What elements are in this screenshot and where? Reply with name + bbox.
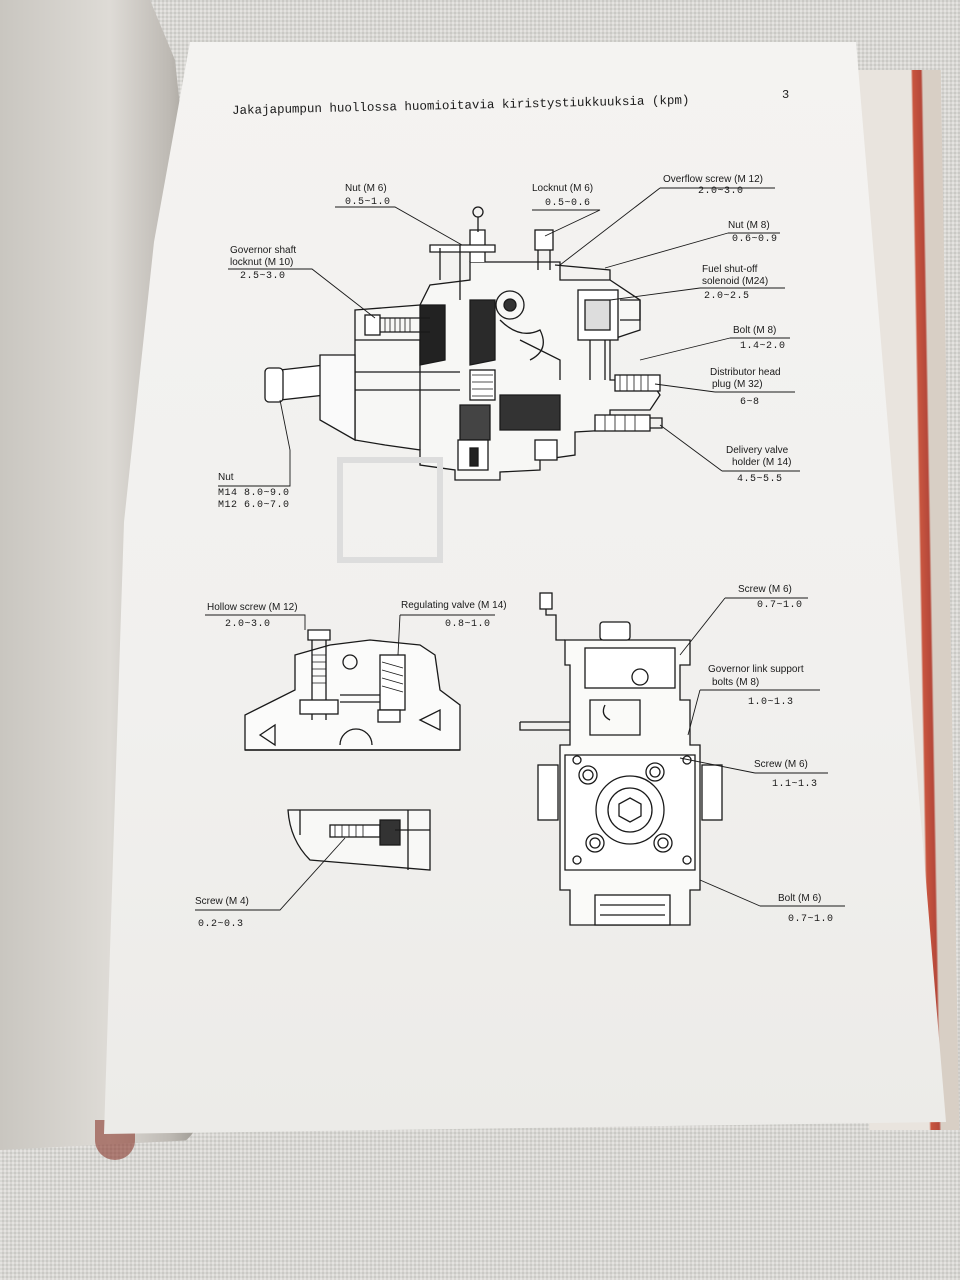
value-regulating-valve: 0.8~1.0 — [445, 619, 491, 630]
label-governor-link-2: bolts (M 8) — [712, 677, 760, 688]
value-nut-m12: M12 6.0~7.0 — [218, 500, 290, 511]
label-governor-shaft-1: Governor shaft — [230, 245, 297, 256]
value-governor-link: 1.0~1.3 — [748, 697, 794, 708]
label-locknut-m6: Locknut (M 6) — [532, 183, 594, 194]
label-fuel-shutoff-1: Fuel shut-off — [702, 264, 758, 275]
label-nut-m6: Nut (M 6) — [345, 183, 387, 194]
label-overflow-screw: Overflow screw (M 12) — [663, 174, 764, 185]
label-bolt-m6: Bolt (M 6) — [778, 893, 822, 904]
main-pump-cross-section — [264, 206, 663, 563]
value-locknut-m6: 0.5~0.6 — [545, 198, 591, 209]
main-leader-lines — [218, 187, 800, 487]
value-nut-m6: 0.5~1.0 — [345, 197, 391, 208]
label-hollow-screw: Hollow screw (M 12) — [207, 602, 298, 613]
value-distributor-head: 6~8 — [740, 397, 760, 408]
regulating-valve-section — [244, 629, 461, 751]
label-screw-m6-mid: Screw (M 6) — [754, 759, 808, 770]
label-screw-m6-top: Screw (M 6) — [738, 584, 792, 595]
label-bolt-m8: Bolt (M 8) — [733, 325, 777, 336]
value-fuel-shutoff: 2.0~2.5 — [704, 291, 750, 302]
label-delivery-valve-2: holder (M 14) — [732, 457, 792, 468]
value-bolt-m8: 1.4~2.0 — [740, 341, 786, 352]
lower-right-leaders — [679, 597, 845, 907]
value-nut-m14: M14 8.0~9.0 — [218, 488, 290, 499]
value-hollow-screw: 2.0~3.0 — [225, 619, 271, 630]
value-overflow-screw: 2.0~3.0 — [698, 186, 744, 197]
lower-left-leaders — [205, 614, 495, 656]
label-distributor-head-2: plug (M 32) — [712, 379, 763, 390]
value-delivery-valve: 4.5~5.5 — [737, 474, 783, 485]
document-page: 3 Jakajapumpun huollossa huomioitavia ki… — [104, 42, 946, 1134]
label-fuel-shutoff-2: solenoid (M24) — [702, 276, 769, 287]
label-regulating-valve: Regulating valve (M 14) — [401, 600, 507, 611]
value-governor-shaft: 2.5~3.0 — [240, 271, 286, 282]
label-nut-m8: Nut (M 8) — [728, 220, 770, 231]
label-distributor-head-1: Distributor head — [710, 367, 781, 378]
value-bolt-m6: 0.7~1.0 — [788, 914, 834, 925]
label-nut: Nut — [218, 472, 234, 483]
value-screw-m6-mid: 1.1~1.3 — [772, 779, 818, 790]
pump-end-view — [519, 592, 723, 926]
screw-m4-detail — [287, 809, 431, 871]
label-screw-m4: Screw (M 4) — [195, 896, 249, 907]
value-screw-m4: 0.2~0.3 — [198, 919, 244, 930]
label-governor-link-1: Governor link support — [708, 664, 804, 675]
label-governor-shaft-2: locknut (M 10) — [230, 257, 294, 268]
page-number: 3 — [782, 88, 790, 102]
value-nut-m8: 0.6~0.9 — [732, 234, 778, 245]
label-delivery-valve-1: Delivery valve — [726, 445, 789, 456]
value-screw-m6-top: 0.7~1.0 — [757, 600, 803, 611]
